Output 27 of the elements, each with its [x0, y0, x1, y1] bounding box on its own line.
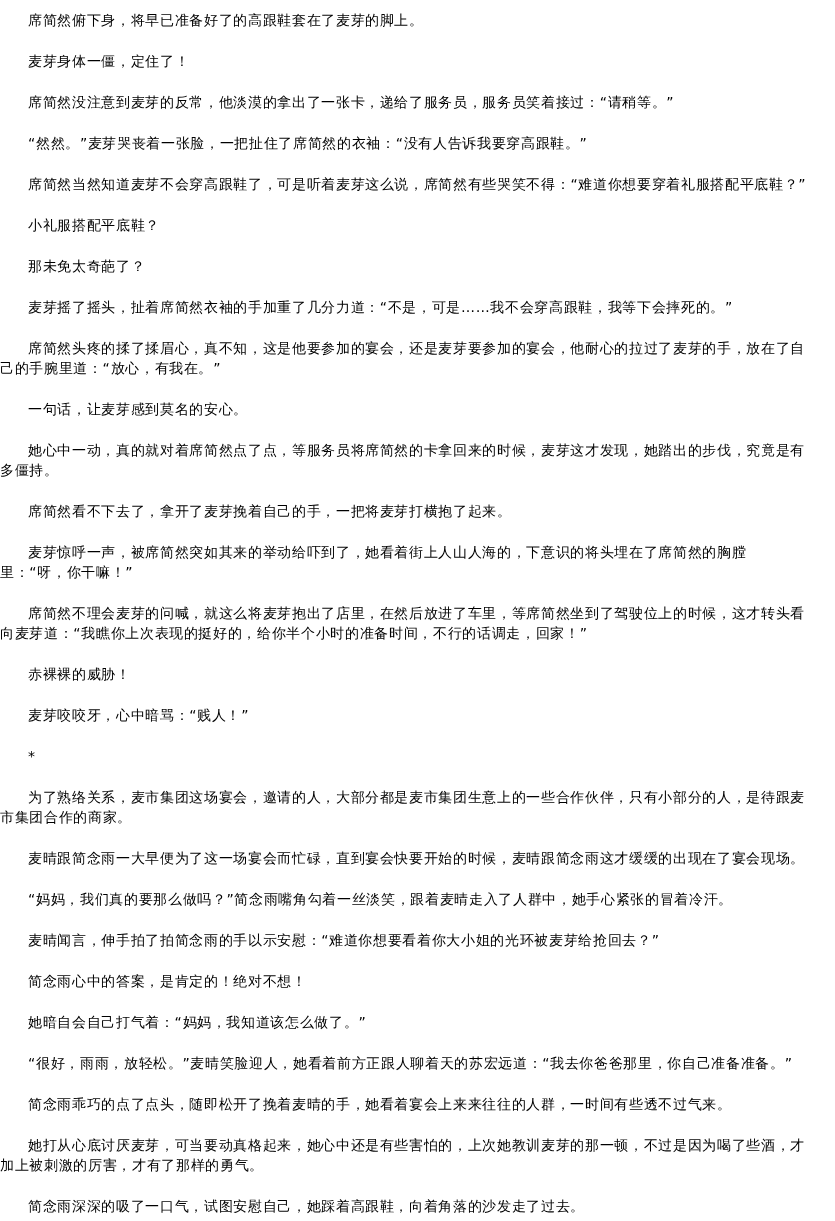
- paragraph: 席简然头疼的揉了揉眉心，真不知，这是他要参加的宴会，还是麦芽要参加的宴会，他耐心的拉过了麦芽的手，放在了自己的手腕里道：“放心，有我在。”: [0, 339, 806, 378]
- paragraph: 那未免太奇葩了？: [27, 257, 147, 276]
- paragraph: 简念雨乖巧的点了点头，随即松开了挽着麦晴的手，她看着宴会上来来往往的人群，一时间有些透不过气来。: [27, 1095, 733, 1114]
- paragraph: 简念雨心中的答案，是肯定的！绝对不想！: [27, 972, 308, 991]
- paragraph: 她暗自会自己打气着：“妈妈，我知道该怎么做了。”: [27, 1013, 368, 1032]
- paragraph: 为了熟络关系，麦市集团这场宴会，邀请的人，大部分都是麦市集团生意上的一些合作伙伴，只有小部分的人，是待跟麦市集团合作的商家。: [0, 788, 806, 827]
- paragraph: 麦芽惊呼一声，被席简然突如其来的举动给吓到了，她看着街上人山人海的，下意识的将头埋在了席简然的胸膛里：“呀，你干嘛！”: [0, 543, 748, 582]
- paragraph: 她心中一动，真的就对着席简然点了点，等服务员将席简然的卡拿回来的时候，麦芽这才发现，她踏出的步伐，究竟是有多僵持。: [0, 441, 806, 480]
- paragraph: 简念雨深深的吸了一口气，试图安慰自己，她踩着高跟鞋，向着角落的沙发走了过去。: [27, 1197, 587, 1216]
- paragraph: 席简然没注意到麦芽的反常，他淡漠的拿出了一张卡，递给了服务员，服务员笑着接过：“请稍等。”: [27, 93, 676, 112]
- paragraph: 小礼服搭配平底鞋？: [27, 216, 161, 235]
- paragraph: 她打从心底讨厌麦芽，可当要动真格起来，她心中还是有些害怕的，上次她教训麦芽的那一顿，不过是因为喝了些酒，才加上被刺激的厉害，才有了那样的勇气。: [0, 1136, 806, 1175]
- paragraph: 赤裸裸的威胁！: [27, 665, 132, 684]
- paragraph: 麦芽身体一僵，定住了！: [27, 52, 191, 71]
- paragraph: 麦芽摇了摇头，扯着席简然衣袖的手加重了几分力道：“不是，可是……我不会穿高跟鞋，我等下会摔死的。”: [27, 298, 734, 317]
- paragraph: 席简然看不下去了，拿开了麦芽挽着自己的手，一把将麦芽打横抱了起来。: [27, 502, 513, 521]
- paragraph: 麦芽咬咬牙，心中暗骂：“贱人！”: [27, 706, 251, 725]
- paragraph: 席简然当然知道麦芽不会穿高跟鞋了，可是听着麦芽这么说，席简然有些哭笑不得：“难道你想要穿着礼服搭配平底鞋？”: [27, 175, 808, 194]
- paragraph: “妈妈，我们真的要那么做吗？”简念雨嘴角勾着一丝淡笑，跟着麦晴走入了人群中，她手心紧张的冒着冷汗。: [27, 890, 734, 909]
- paragraph: 席简然俯下身，将早已准备好了的高跟鞋套在了麦芽的脚上。: [27, 11, 425, 30]
- paragraph: 麦晴跟简念雨一大早便为了这一场宴会而忙碌，直到宴会快要开始的时候，麦晴跟简念雨这才缓缓的出现在了宴会现场。: [27, 849, 806, 868]
- paragraph: 麦晴闻言，伸手拍了拍简念雨的手以示安慰：“难道你想要看着你大小姐的光环被麦芽给抢回去？”: [27, 931, 661, 950]
- paragraph: “然然。”麦芽哭丧着一张脸，一把扯住了席简然的衣袖：“没有人告诉我要穿高跟鞋。”: [27, 134, 589, 153]
- paragraph: 席简然不理会麦芽的问喊，就这么将麦芽抱出了店里，在然后放进了车里，等席简然坐到了驾驶位上的时候，这才转头看向麦芽道：“我瞧你上次表现的挺好的，给你半个小时的准备时间，不行的话调走，回家！”: [0, 604, 806, 643]
- paragraph: 一句话，让麦芽感到莫名的安心。: [27, 400, 249, 419]
- paragraph: *: [27, 747, 37, 766]
- paragraph: “很好，雨雨，放轻松。”麦晴笑脸迎人，她看着前方正跟人聊着天的苏宏远道：“我去你爸爸那里，你自己准备准备。”: [27, 1054, 794, 1073]
